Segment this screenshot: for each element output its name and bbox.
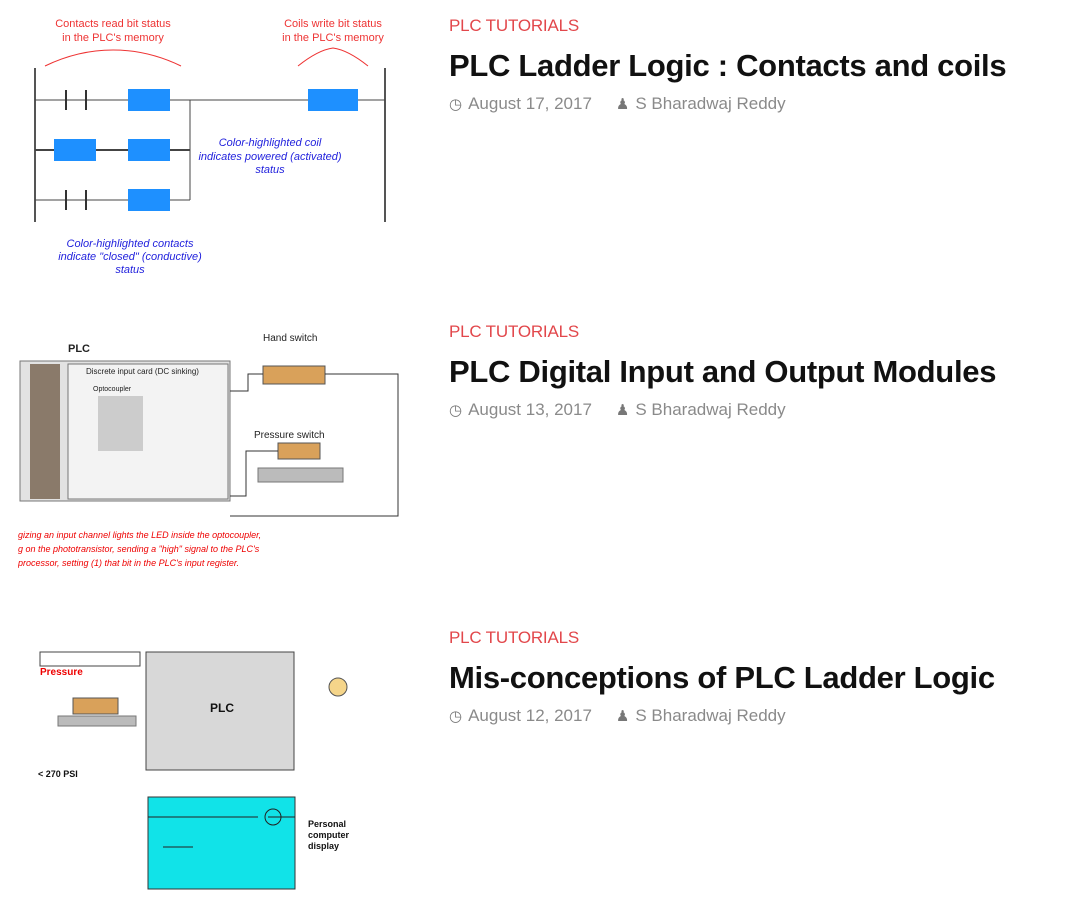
- clock-icon: ◷: [449, 96, 463, 113]
- post-info: PLC TUTORIALS PLC Digital Input and Outp…: [449, 322, 996, 420]
- svg-text:in the PLC's memory: in the PLC's memory: [282, 32, 384, 44]
- svg-text:Coils write bit status: Coils write bit status: [284, 18, 382, 30]
- svg-text:indicates powered (activated): indicates powered (activated): [198, 151, 341, 163]
- post-item: PLC Pressure < 270 PSI Personal computer…: [0, 612, 1067, 912]
- post-author[interactable]: S Bharadwaj Reddy: [635, 706, 786, 725]
- svg-text:Discrete input card (DC sinkin: Discrete input card (DC sinking): [86, 367, 199, 376]
- svg-text:Pressure: Pressure: [40, 667, 83, 678]
- post-item: Contacts read bit status in the PLC's me…: [0, 0, 1067, 300]
- post-info: PLC TUTORIALS PLC Ladder Logic : Contact…: [449, 16, 1007, 114]
- post-meta: ◷ August 17, 2017 ♟ S Bharadwaj Reddy: [449, 94, 1006, 114]
- clock-icon: ◷: [449, 708, 463, 725]
- user-icon: ♟: [615, 402, 630, 419]
- svg-text:processor, setting (1) that bi: processor, setting (1) that bit in the P…: [18, 558, 239, 568]
- svg-text:Hand switch: Hand switch: [263, 333, 317, 344]
- svg-text:Color-highlighted contacts: Color-highlighted contacts: [67, 238, 194, 250]
- post-meta: ◷ August 12, 2017 ♟ S Bharadwaj Reddy: [449, 706, 995, 726]
- svg-text:computer: computer: [308, 830, 350, 840]
- svg-text:Personal: Personal: [308, 819, 346, 829]
- svg-text:PLC: PLC: [68, 343, 90, 355]
- svg-text:PLC: PLC: [210, 701, 234, 715]
- post-author[interactable]: S Bharadwaj Reddy: [635, 94, 786, 113]
- user-icon: ♟: [615, 96, 630, 113]
- svg-text:Pressure switch: Pressure switch: [254, 430, 325, 441]
- post-category-link[interactable]: PLC TUTORIALS: [449, 628, 579, 647]
- post-thumbnail[interactable]: PLC Pressure < 270 PSI Personal computer…: [18, 612, 423, 902]
- post-date[interactable]: August 12, 2017: [468, 706, 592, 725]
- svg-text:status: status: [115, 264, 145, 276]
- svg-text:Color-highlighted coil: Color-highlighted coil: [219, 137, 322, 149]
- post-thumbnail[interactable]: PLC Discrete input card (DC sinking) Opt…: [18, 306, 423, 596]
- post-title-link[interactable]: PLC Digital Input and Output Modules: [449, 354, 997, 389]
- post-info: PLC TUTORIALS Mis-conceptions of PLC Lad…: [449, 628, 995, 726]
- post-title-link[interactable]: Mis-conceptions of PLC Ladder Logic: [449, 660, 995, 695]
- svg-text:display: display: [308, 841, 339, 851]
- svg-text:gizing an input channel lights: gizing an input channel lights the LED i…: [18, 530, 261, 540]
- user-icon: ♟: [615, 708, 630, 725]
- svg-text:Optocoupler: Optocoupler: [93, 386, 132, 393]
- svg-text:indicate "closed" (conductive): indicate "closed" (conductive): [58, 251, 202, 263]
- post-author[interactable]: S Bharadwaj Reddy: [635, 400, 786, 419]
- post-thumbnail[interactable]: Contacts read bit status in the PLC's me…: [18, 0, 423, 290]
- svg-text:status: status: [255, 164, 285, 176]
- post-date[interactable]: August 13, 2017: [468, 400, 592, 419]
- svg-text:< 270 PSI: < 270 PSI: [38, 769, 78, 779]
- post-item: PLC Discrete input card (DC sinking) Opt…: [0, 306, 1067, 606]
- post-category-link[interactable]: PLC TUTORIALS: [449, 16, 579, 35]
- clock-icon: ◷: [449, 402, 463, 419]
- svg-text:Contacts read bit status: Contacts read bit status: [55, 18, 171, 30]
- post-meta: ◷ August 13, 2017 ♟ S Bharadwaj Reddy: [449, 400, 996, 420]
- svg-text:in the PLC's memory: in the PLC's memory: [62, 32, 164, 44]
- post-date[interactable]: August 17, 2017: [468, 94, 592, 113]
- post-category-link[interactable]: PLC TUTORIALS: [449, 322, 579, 341]
- svg-text:g on the phototransistor, send: g on the phototransistor, sending a "hig…: [18, 544, 260, 554]
- post-title-link[interactable]: PLC Ladder Logic : Contacts and coils: [449, 48, 1007, 83]
